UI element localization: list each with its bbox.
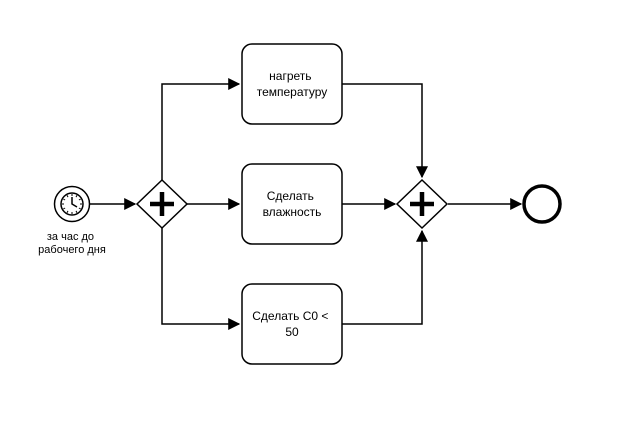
start-label-line-2: рабочего дня xyxy=(38,244,106,256)
flow-task-heat-to-join[interactable] xyxy=(342,83,428,179)
task-heat-label: нагреть температуру xyxy=(257,69,328,99)
sequence-flows xyxy=(90,78,523,330)
task-co-label: Сделать С0 < 50 xyxy=(252,309,331,339)
task-humidity[interactable]: Сделать влажность xyxy=(241,163,343,245)
plus-icon xyxy=(410,192,434,216)
task-heat[interactable]: нагреть температуру xyxy=(241,43,343,125)
clock-icon xyxy=(60,192,84,216)
parallel-gateway-join[interactable] xyxy=(395,178,449,230)
task-humidity-label: Сделать влажность xyxy=(263,189,322,219)
end-event[interactable] xyxy=(522,184,562,224)
timer-start-event[interactable]: за час до рабочего дня xyxy=(38,185,106,257)
flow-split-to-task-heat[interactable] xyxy=(161,78,241,180)
flow-task-co-to-join[interactable] xyxy=(342,229,428,325)
task-co-line-2: 50 xyxy=(285,325,299,339)
start-label-line-1: за час до xyxy=(47,231,94,243)
flow-split-to-task-co[interactable] xyxy=(161,228,241,330)
parallel-gateway-split[interactable] xyxy=(135,178,189,230)
task-humidity-line-1: Сделать xyxy=(267,189,314,203)
task-humidity-line-2: влажность xyxy=(263,205,322,219)
task-co[interactable]: Сделать С0 < 50 xyxy=(241,283,343,365)
start-event-label: за час до рабочего дня xyxy=(38,231,106,256)
plus-icon xyxy=(150,192,174,216)
task-heat-line-1: нагреть xyxy=(269,69,311,83)
task-co-line-1: Сделать С0 < xyxy=(252,309,328,323)
task-heat-line-2: температуру xyxy=(257,85,328,99)
